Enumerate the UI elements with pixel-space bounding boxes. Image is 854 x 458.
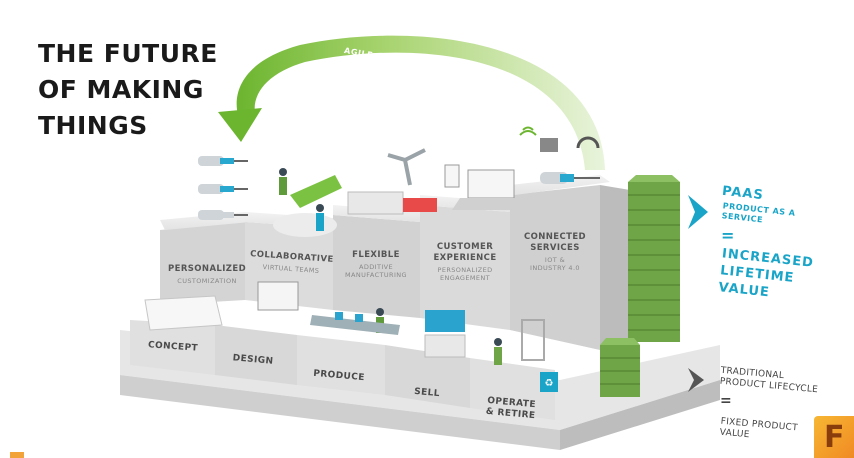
svg-text:♻: ♻ — [545, 378, 554, 389]
title-line-2: OF MAKING — [38, 75, 204, 104]
product-boxes-icon — [424, 310, 466, 358]
laptop-icon — [452, 169, 530, 210]
block-title-customer-experience: CUSTOMER EXPERIENCE — [433, 242, 497, 263]
recycle-bin-icon: ♻ — [540, 372, 558, 392]
door-frame-icon — [521, 319, 545, 361]
tablet-icon — [444, 164, 460, 188]
block-flexible — [333, 205, 420, 318]
chip-icon — [540, 138, 558, 152]
footer-tag — [10, 452, 24, 458]
block-sub-personalized: CUSTOMIZATION — [177, 277, 237, 285]
money-stack-short — [600, 338, 640, 397]
block-title-personalized: PERSONALIZED — [168, 264, 247, 274]
robot-arm-icon — [387, 148, 426, 186]
drill-icon-1 — [198, 156, 248, 166]
block-title-flexible: FLEXIBLE — [352, 250, 400, 260]
increased-value-label: INCREASED LIFETIME VALUE — [717, 246, 815, 301]
block-connected-services — [510, 175, 630, 350]
stage-tiles — [130, 320, 555, 420]
logo-letter: F — [824, 420, 845, 455]
block-personalized — [160, 212, 250, 305]
block-sub-connected-services: IOT & INDUSTRY 4.0 — [530, 256, 580, 272]
block-title-connected-services: CONNECTED SERVICES — [524, 232, 586, 253]
title-line-1: THE FUTURE — [38, 39, 218, 68]
title-line-3: THINGS — [38, 111, 148, 140]
equals-sign-1: = — [721, 226, 735, 245]
block-sub-flexible: ADDITIVE MANUFACTURING — [345, 263, 407, 279]
drill-icon-2 — [198, 184, 248, 194]
page-title: THE FUTURE OF MAKING THINGS — [38, 36, 218, 144]
brand-logo: F — [814, 416, 854, 458]
iot-device-icon — [540, 172, 600, 184]
block-sub-customer-experience: PERSONALIZED ENGAGEMENT — [437, 266, 493, 282]
paas-chevron-icon — [688, 195, 708, 229]
headset-icon — [576, 136, 600, 149]
virtual-model-icon — [290, 175, 342, 208]
blueprint-icon — [144, 295, 223, 331]
conveyor-icon — [310, 312, 400, 335]
traditional-chevron-icon — [688, 368, 704, 392]
equals-sign-2: = — [720, 393, 733, 409]
money-stack-tall — [628, 175, 680, 342]
design-monitor-icon — [257, 281, 299, 311]
wifi-icon — [519, 126, 537, 136]
drill-icon-3 — [198, 210, 248, 220]
agile-arrow — [218, 35, 605, 170]
